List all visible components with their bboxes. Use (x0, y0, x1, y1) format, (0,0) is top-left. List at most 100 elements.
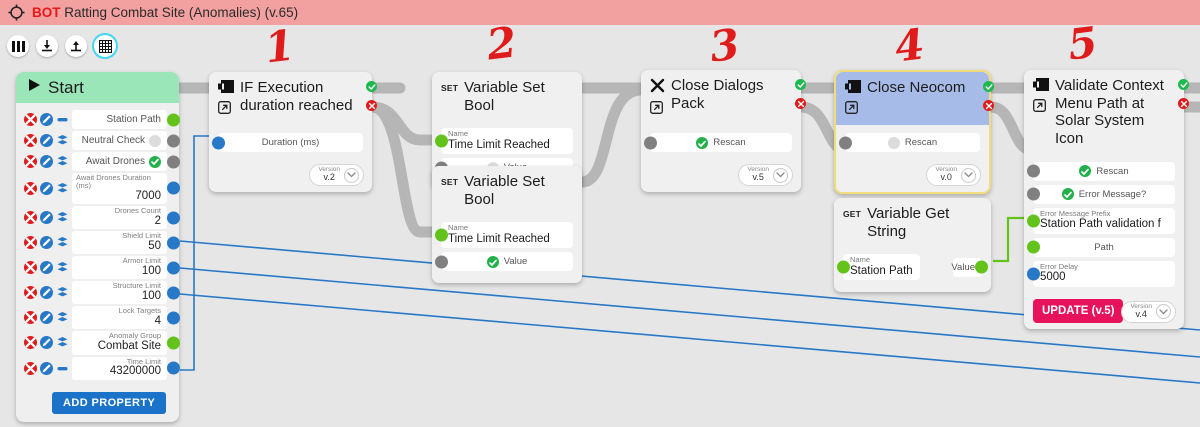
node-field[interactable]: Rescan (644, 133, 792, 152)
property-value[interactable]: 4 (154, 315, 161, 328)
start-property-row[interactable]: Await Drones (20, 152, 180, 171)
status-error-icon[interactable] (366, 100, 377, 111)
grid-icon[interactable] (94, 35, 116, 57)
property-output-port[interactable] (167, 286, 180, 300)
update-button[interactable]: UPDATE (v.5) (1033, 298, 1124, 323)
reorder-property-icon[interactable] (56, 336, 69, 349)
external-link-icon[interactable] (650, 101, 665, 119)
checkbox-checked-icon[interactable] (149, 155, 161, 168)
edit-property-icon[interactable] (40, 181, 53, 195)
property-output-port[interactable] (167, 261, 180, 275)
input-port[interactable] (435, 134, 448, 148)
input-port[interactable] (212, 136, 225, 149)
edit-property-icon[interactable] (40, 211, 53, 225)
edit-property-icon[interactable] (40, 236, 53, 250)
node-header[interactable]: Close Dialogs Pack (641, 70, 806, 125)
node-field[interactable]: Value (951, 257, 988, 277)
edit-property-icon[interactable] (40, 361, 53, 375)
start-property-row[interactable]: Station Path (20, 110, 180, 129)
property-field[interactable]: Station Path (72, 110, 180, 129)
input-port[interactable] (435, 228, 448, 242)
field-value[interactable]: Time Limit Reached (448, 138, 550, 151)
property-output-port[interactable] (167, 236, 180, 250)
external-link-icon[interactable] (1033, 99, 1049, 117)
reorder-property-icon[interactable] (56, 362, 69, 375)
node-header[interactable]: Close Neocom (836, 72, 994, 125)
field-value[interactable]: Time Limit Reached (448, 232, 550, 245)
upload-icon[interactable] (65, 35, 87, 57)
input-port[interactable] (1027, 164, 1040, 178)
reorder-property-icon[interactable] (56, 113, 69, 126)
property-output-port[interactable] (167, 361, 180, 375)
property-value[interactable]: 2 (154, 214, 161, 227)
node-field[interactable]: Path (1027, 237, 1175, 257)
status-error-icon[interactable] (795, 98, 806, 109)
checkbox-checked-icon[interactable] (486, 255, 499, 268)
property-field[interactable]: Await Drones (72, 152, 180, 171)
reorder-property-icon[interactable] (56, 134, 69, 147)
property-field[interactable]: Await Drones Duration (ms)7000 (72, 173, 180, 204)
status-error-icon[interactable] (1178, 98, 1189, 109)
delete-property-icon[interactable] (24, 286, 37, 300)
chevron-down-icon[interactable] (773, 167, 788, 183)
property-value[interactable]: 100 (141, 265, 161, 278)
add-property-button[interactable]: ADD PROPERTY (52, 391, 167, 414)
checkbox-unchecked-icon[interactable] (149, 134, 161, 147)
property-output-port[interactable] (167, 155, 180, 168)
status-ok-icon[interactable] (1178, 79, 1189, 90)
property-field[interactable]: Neutral Check (72, 131, 180, 150)
delete-property-icon[interactable] (24, 336, 37, 350)
reorder-property-icon[interactable] (56, 182, 69, 195)
input-port[interactable] (1027, 267, 1040, 281)
property-value[interactable]: Combat Site (97, 340, 161, 353)
property-value[interactable]: 7000 (135, 189, 161, 202)
input-port[interactable] (839, 136, 852, 149)
status-error-icon[interactable] (983, 100, 994, 111)
chevron-down-icon[interactable] (1156, 304, 1171, 320)
edit-property-icon[interactable] (40, 311, 53, 325)
chevron-down-icon[interactable] (344, 167, 359, 183)
reorder-property-icon[interactable] (56, 211, 69, 224)
node-header[interactable]: IF Execution duration reached (209, 72, 377, 125)
node-field[interactable]: Value (435, 252, 573, 272)
delete-property-icon[interactable] (24, 361, 37, 375)
edit-property-icon[interactable] (40, 134, 53, 147)
checkbox-checked-icon[interactable] (1061, 188, 1074, 201)
reorder-property-icon[interactable] (56, 286, 69, 299)
node-field[interactable]: Duration (ms) (212, 133, 363, 152)
reorder-property-icon[interactable] (56, 236, 69, 249)
property-value[interactable]: 43200000 (109, 365, 161, 378)
input-port[interactable] (435, 255, 448, 269)
delete-property-icon[interactable] (24, 134, 37, 147)
status-ok-icon[interactable] (983, 81, 994, 92)
node-field[interactable]: Error Message? (1027, 184, 1175, 204)
delete-property-icon[interactable] (24, 113, 37, 126)
property-output-port[interactable] (167, 113, 180, 126)
edit-property-icon[interactable] (40, 155, 53, 168)
external-link-icon[interactable] (845, 101, 861, 119)
property-output-port[interactable] (167, 134, 180, 147)
property-value[interactable]: 100 (141, 290, 161, 303)
field-value[interactable]: 5000 (1040, 271, 1066, 284)
